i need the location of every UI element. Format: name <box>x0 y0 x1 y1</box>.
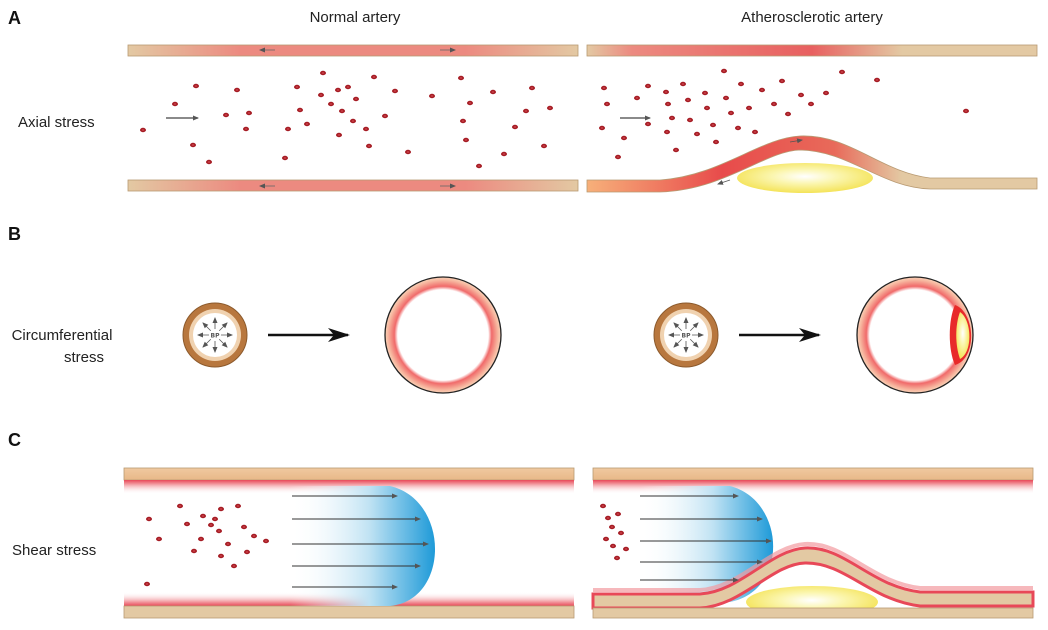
panel-letter-a: A <box>8 8 21 28</box>
row-label-circumferential-2: stress <box>64 349 104 366</box>
flow-velocity-arrows <box>640 493 772 583</box>
vessel-wall-top <box>586 44 1038 57</box>
vessel-wall-outer <box>592 607 1034 619</box>
vessel-wall-top <box>127 44 579 57</box>
stressed-ring-large <box>384 276 502 394</box>
axial-normal-vessel <box>127 44 579 192</box>
vessel-wall-bottom <box>123 605 575 619</box>
stressed-ring-large <box>856 276 974 394</box>
vessel-wall-bottom-stenosed <box>591 546 1035 610</box>
row-label-circumferential-1: Circumferential <box>12 327 113 344</box>
plaque <box>956 312 970 359</box>
pressurized-ring-small: BP <box>653 302 719 368</box>
vessel-wall-top <box>123 467 575 481</box>
pressurized-ring-small: BP <box>182 302 248 368</box>
bp-label: BP <box>211 333 221 340</box>
row-label-shear: Shear stress <box>12 542 96 559</box>
plaque <box>737 163 873 193</box>
vessel-wall-bottom-stenosed <box>586 135 1038 193</box>
column-title-normal: Normal artery <box>310 9 401 26</box>
parabolic-flow-profile <box>640 486 774 602</box>
column-title-atherosclerotic: Atherosclerotic artery <box>741 9 883 26</box>
blood-cells <box>144 503 269 587</box>
blood-cells <box>600 503 629 561</box>
circumferential-atherosclerotic: BP <box>653 276 974 394</box>
bp-label: BP <box>682 333 692 340</box>
panel-letter-c: C <box>8 430 21 450</box>
vessel-wall-top <box>592 467 1034 481</box>
circumferential-normal: BP <box>182 276 502 394</box>
flow-velocity-arrows <box>292 493 429 590</box>
panel-letter-b: B <box>8 224 21 244</box>
parabolic-flow-profile <box>290 486 435 606</box>
row-label-axial: Axial stress <box>18 114 95 131</box>
axial-atherosclerotic-vessel <box>586 44 1038 193</box>
shear-normal-vessel <box>123 467 575 619</box>
vessel-wall-bottom <box>127 179 579 192</box>
endothelium-glow-bottom <box>593 541 1033 592</box>
shear-atherosclerotic-vessel <box>591 467 1035 619</box>
blood-cells <box>140 70 553 169</box>
